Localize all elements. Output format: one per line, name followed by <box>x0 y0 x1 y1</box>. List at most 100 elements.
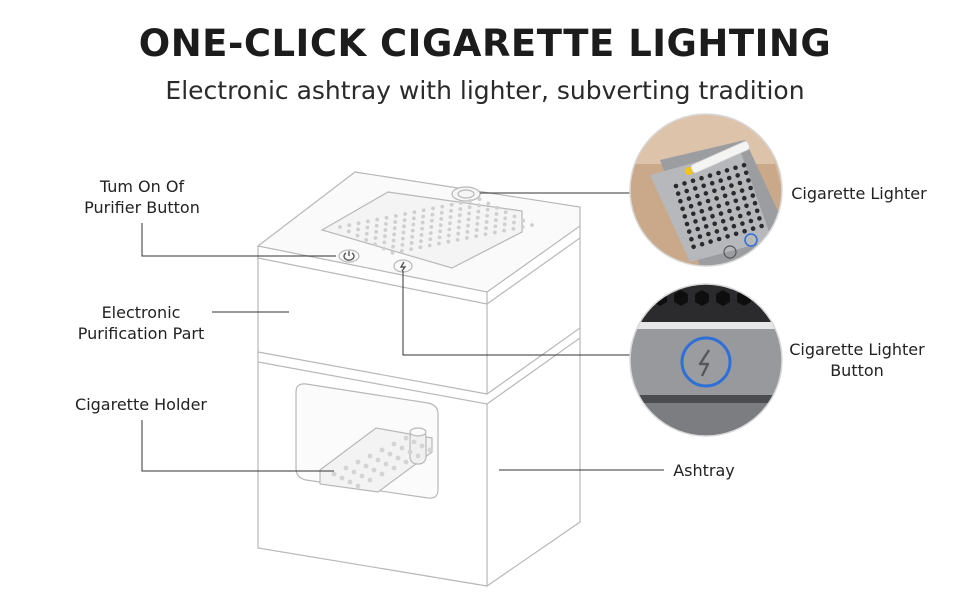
zoom-grille-hole <box>707 173 713 178</box>
label-purification-part: Electronic Purification Part <box>60 302 222 344</box>
grille-hole <box>392 232 397 237</box>
label-cigarette-holder: Cigarette Holder <box>75 395 207 414</box>
zoom-grille-hole <box>716 236 722 242</box>
zoom-grille-hole <box>743 170 749 176</box>
tray-hole <box>387 451 393 457</box>
zoom-grille-hole <box>691 211 696 217</box>
zoom-grille-hole <box>686 229 692 234</box>
grille-hole <box>446 233 451 238</box>
zoom-grille-hole <box>680 206 685 212</box>
zoom-grille-hole <box>720 185 726 191</box>
grille-hole <box>495 205 499 210</box>
zoom-grille-hole <box>750 193 756 198</box>
grille-hole <box>430 212 435 217</box>
grille-hole <box>503 216 508 221</box>
grille-hole <box>419 239 423 244</box>
grille-hole <box>428 237 433 242</box>
zoom-grille-hole <box>712 188 717 194</box>
zoom-grille-hole <box>684 221 690 227</box>
zoom-grille-hole <box>691 244 696 250</box>
zoom-grille-hole <box>740 221 745 226</box>
zoom-grille-hole <box>737 180 743 186</box>
zoom-lighter-photo <box>629 113 783 267</box>
grille-hole <box>438 223 443 227</box>
zoom-grille-hole <box>716 203 722 209</box>
zoom-grille-hole <box>754 208 760 214</box>
grille-hole <box>402 218 407 223</box>
grille-hole <box>420 226 424 231</box>
grille-hole <box>382 240 387 245</box>
ashtray-body-side <box>486 338 581 587</box>
zoom-grille-hole <box>725 201 730 206</box>
tray-hole <box>355 483 361 489</box>
purifier-body-front <box>257 258 488 395</box>
grille-hole <box>409 247 413 252</box>
grille-hole <box>382 234 387 239</box>
grille-hole <box>467 205 472 210</box>
zoom-grille-hole <box>705 198 711 204</box>
grille-hole <box>502 222 507 227</box>
grille-hole <box>411 222 416 227</box>
ashtray-body-front <box>257 362 488 587</box>
grille-hole <box>448 221 452 226</box>
zoom-grille-hole <box>693 219 698 224</box>
grille-hole <box>449 209 453 213</box>
tray-hole <box>391 465 397 471</box>
zoom-grille-hole <box>739 188 745 193</box>
grille-hole <box>390 250 395 255</box>
grille-hole <box>430 218 434 223</box>
grille-hole <box>393 213 398 218</box>
grille-hole <box>439 217 444 221</box>
grille-hole <box>384 215 389 220</box>
zoom-grille-hole <box>741 162 747 168</box>
label-lighter-button-line2: Button <box>830 361 884 380</box>
grille-hole <box>456 231 461 236</box>
tray-hole <box>379 471 385 477</box>
grille-hole <box>457 219 462 224</box>
zoom-grille-hole <box>725 234 730 239</box>
grille-hole <box>530 223 534 227</box>
grille-hole <box>484 220 489 224</box>
cigarette <box>690 140 750 174</box>
grille-hole <box>427 243 432 248</box>
tray-hole <box>403 459 409 465</box>
tray-hole <box>395 455 401 461</box>
grille-hole <box>411 216 416 221</box>
grille-hole <box>355 233 360 238</box>
tray-hole <box>355 459 361 465</box>
grille-hole <box>401 230 406 235</box>
headline: ONE-CLICK CIGARETTE LIGHTING <box>138 22 832 65</box>
zoom-lighter-button-photo <box>629 283 783 437</box>
grille-hole <box>455 237 460 242</box>
grille-hole <box>431 206 435 211</box>
zoom-grille-hole <box>752 200 758 206</box>
hex-hole <box>779 290 782 306</box>
grille-hole <box>466 217 471 222</box>
grille-holes <box>338 197 534 255</box>
grille-hole <box>474 234 479 239</box>
grille-hole <box>402 224 406 229</box>
zoom-grille-hole <box>699 175 704 181</box>
tray-hole <box>379 447 385 453</box>
zoom-grille-hole <box>697 201 702 206</box>
grille-hole <box>465 229 470 234</box>
ashtray-device <box>256 171 581 587</box>
zoom-grille-hole <box>688 203 694 209</box>
lighter-hole <box>451 186 481 202</box>
label-purifier-button: Tum On Of Purifier Button <box>62 176 222 218</box>
grille-hole <box>346 229 351 234</box>
zoom-grille-hole <box>731 190 736 196</box>
grille-hole <box>467 211 471 216</box>
grille-hole <box>421 214 426 219</box>
grille-hole <box>477 197 482 202</box>
zoom-grille-hole <box>733 198 739 204</box>
zoom-grille-hole <box>733 165 738 171</box>
zoom-grille-hole <box>682 181 687 186</box>
grille-hole <box>447 227 452 232</box>
label-purification-part-line1: Electronic <box>101 303 181 322</box>
zoom-grille-hole <box>695 193 700 199</box>
tray-hole <box>351 469 357 475</box>
tray-hole <box>399 445 405 451</box>
grille-hole <box>492 230 497 235</box>
